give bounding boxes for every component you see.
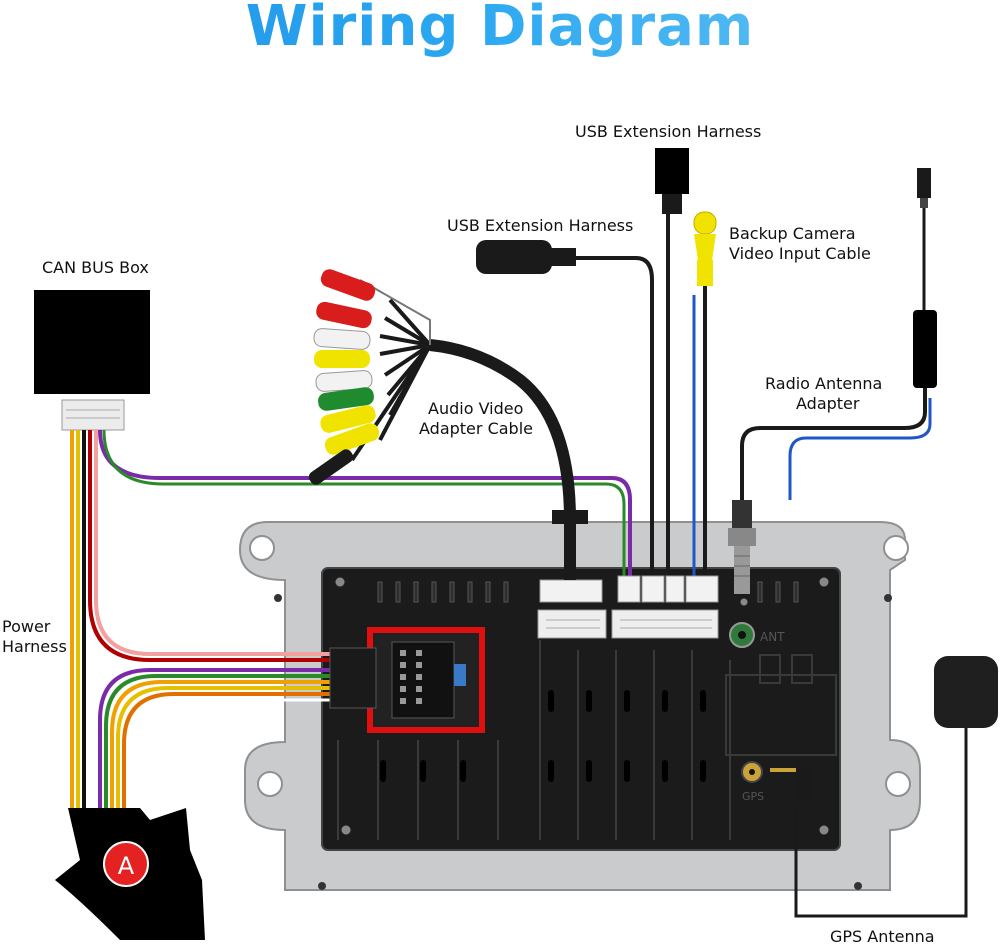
radio-antenna-adapter [728, 168, 937, 594]
label-radio-antenna-line1: Radio Antenna [765, 374, 883, 393]
ant-port-label: ANT [760, 630, 785, 644]
label-usb-harness-mid: USB Extension Harness [447, 216, 634, 235]
label-audio-video-line2: Adapter Cable [419, 419, 533, 438]
usb-harness-top [655, 148, 689, 580]
audio-video-cable [308, 269, 603, 603]
label-backup-camera-line1: Backup Camera [729, 224, 856, 243]
gps-port-label: GPS [742, 790, 764, 803]
label-can-bus-box: CAN BUS Box [42, 258, 149, 277]
label-gps-antenna: GPS Antenna [830, 927, 935, 946]
label-power-harness-line2: Harness [2, 637, 67, 656]
gps-antenna [770, 656, 998, 918]
can-bus-box [34, 290, 150, 431]
usb-harness-mid [476, 240, 654, 580]
diagram-title: Wiring Diagram [0, 0, 1000, 59]
label-audio-video-line1: Audio Video [428, 399, 524, 418]
label-radio-antenna-line2: Adapter [796, 394, 860, 413]
label-backup-camera-line2: Video Input Cable [729, 244, 871, 263]
label-power-harness-line1: Power [2, 617, 51, 636]
connector-a-letter: A [118, 852, 135, 880]
label-usb-harness-top: USB Extension Harness [575, 122, 762, 141]
backup-camera-cable [692, 211, 717, 580]
head-unit: ANT GPS [238, 521, 921, 891]
connector-a: A [55, 808, 205, 940]
